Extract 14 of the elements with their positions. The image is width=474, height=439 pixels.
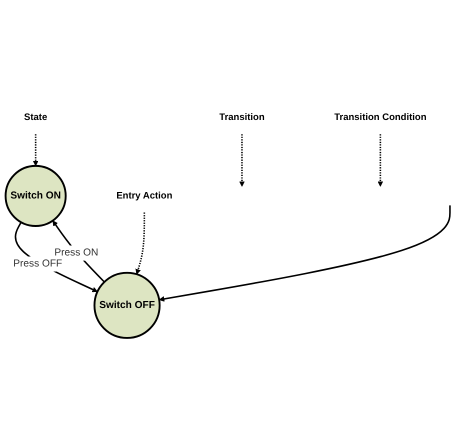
- edge-label: Press OFF: [13, 258, 62, 270]
- arrow: [136, 212, 146, 274]
- node-text: Transition: [219, 112, 265, 123]
- arrow: [52, 220, 105, 283]
- node-circle: Switch ON: [4, 164, 67, 227]
- node-text: State: [24, 112, 48, 123]
- arrow: [378, 134, 384, 187]
- arrow: [32, 134, 38, 166]
- node-circle: Switch OFF: [94, 272, 161, 339]
- arrow: [158, 205, 451, 302]
- node-text: Entry Action: [116, 190, 172, 201]
- edge-label: Press ON: [54, 247, 98, 258]
- node-text: Transition Condition: [334, 112, 426, 123]
- arrow: [239, 134, 245, 187]
